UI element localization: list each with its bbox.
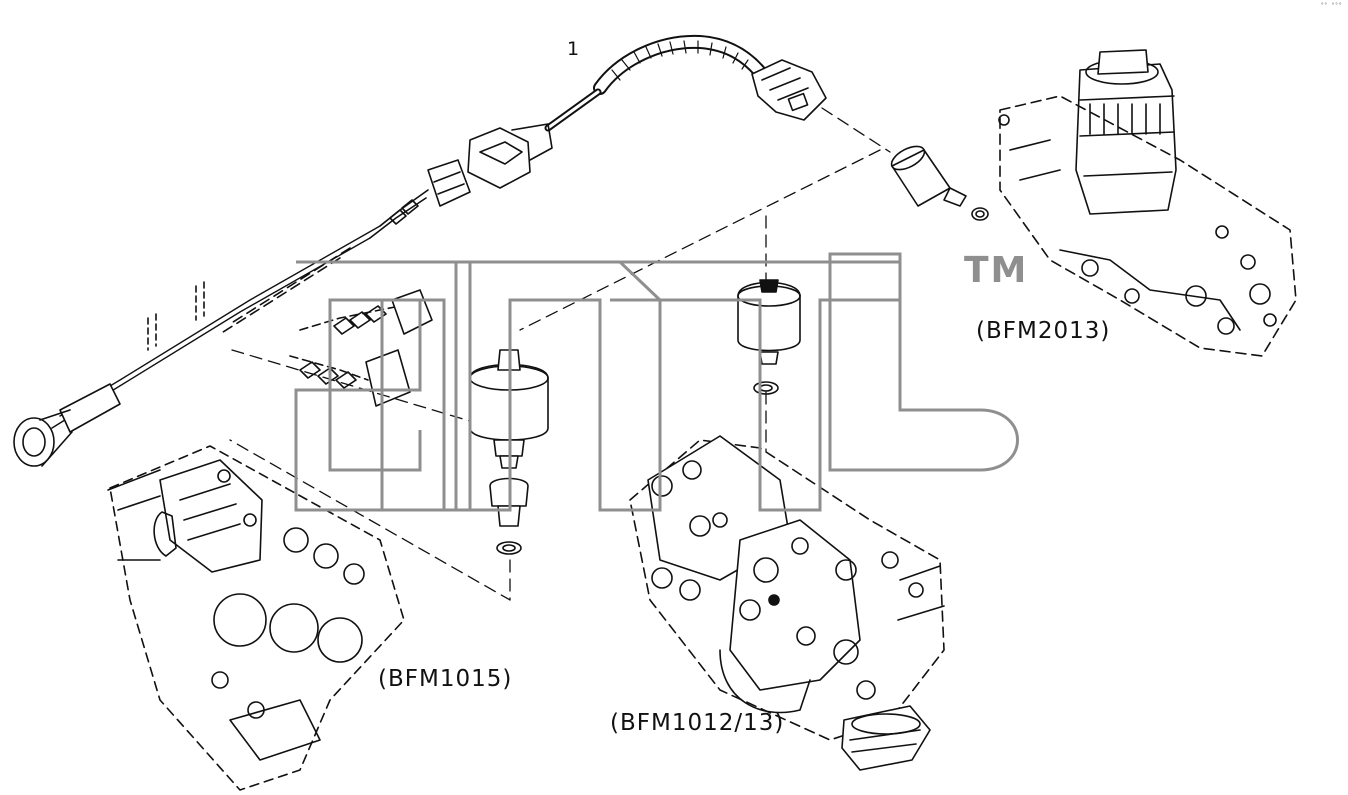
watermark-logo bbox=[294, 252, 1019, 512]
engine-housing-bfm2013 bbox=[998, 49, 1297, 357]
pressure-sensor-right bbox=[890, 145, 989, 221]
callout-number: 1 bbox=[567, 38, 581, 60]
label-bfm2013: (BFM2013) bbox=[976, 318, 1111, 344]
pressure-sensor-center bbox=[737, 279, 801, 395]
trademark-mark: TM bbox=[964, 250, 1029, 291]
engine-block-bfm1012 bbox=[629, 435, 945, 771]
wiring-harness bbox=[13, 34, 827, 467]
label-bfm1015: (BFM1015) bbox=[378, 666, 513, 692]
engine-block-bfm1015 bbox=[107, 445, 405, 791]
label-bfm1012: (BFM1012/13) bbox=[610, 710, 785, 736]
corner-mark: °° °°° bbox=[1320, 2, 1342, 9]
